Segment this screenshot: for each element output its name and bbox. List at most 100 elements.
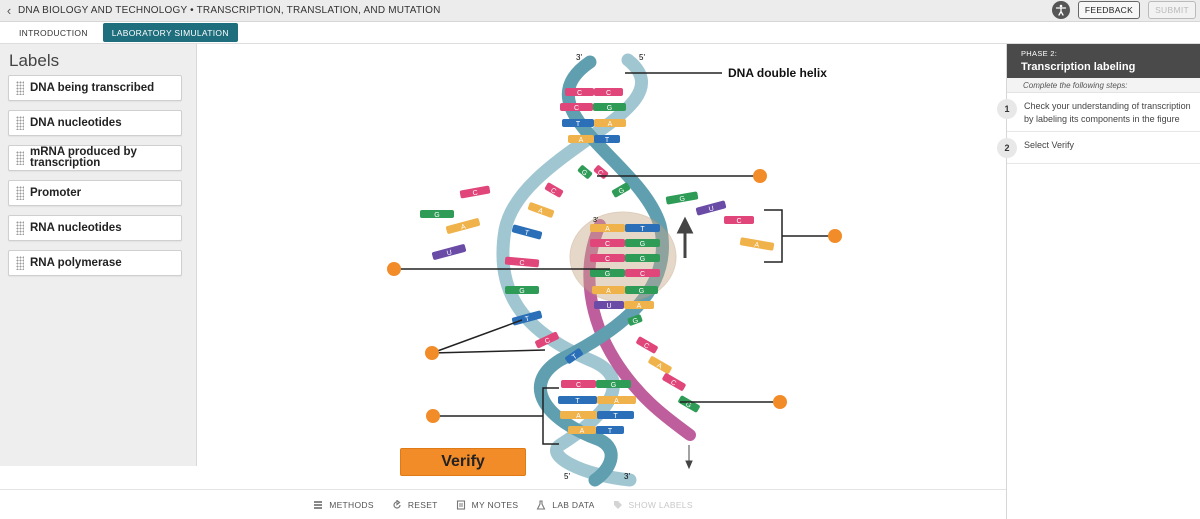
step-1: 1 Check your understanding of transcript… xyxy=(997,93,1200,132)
reset-label: RESET xyxy=(407,499,438,510)
nucleotide-a: A xyxy=(445,218,481,234)
svg-text:A: A xyxy=(576,413,581,420)
phase-header: PHASE 2: Transcription labeling xyxy=(1007,44,1200,78)
nucleotide-u: U xyxy=(431,244,467,260)
label-card-rna-polymerase[interactable]: RNA polymerase xyxy=(8,250,182,276)
svg-text:U: U xyxy=(446,249,453,257)
mrna-strand xyxy=(583,219,696,441)
nucleotide-g: G xyxy=(590,269,625,278)
svg-text:C: C xyxy=(549,187,557,196)
feedback-button[interactable]: FEEDBACK xyxy=(1077,1,1141,19)
nucleotide-c: C xyxy=(636,336,658,354)
submit-button[interactable]: SUBMIT xyxy=(1148,1,1196,19)
nucleotide-g: G xyxy=(627,314,643,326)
nucleotide-t: T xyxy=(597,411,634,420)
nucleotide-c: C xyxy=(544,182,564,198)
nucleotide-t: T xyxy=(596,426,624,435)
label-text: Promoter xyxy=(30,186,82,199)
drop-target-6[interactable] xyxy=(773,395,787,409)
drop-target-4[interactable] xyxy=(425,346,439,360)
svg-text:G: G xyxy=(580,169,589,178)
nucleotide-t: T xyxy=(565,348,583,364)
nucleotide-c: C xyxy=(594,88,623,97)
nucleotide-g: G xyxy=(625,239,660,248)
svg-text:A: A xyxy=(754,242,760,250)
label-card-promoter[interactable]: Promoter xyxy=(8,180,182,206)
nucleotide-a: A xyxy=(527,202,555,218)
drag-handle-icon[interactable] xyxy=(16,221,24,235)
bottom-toolbar: METHODS RESET MY NOTES LAB DATA SHOW LAB… xyxy=(0,489,1006,519)
bracket-target-5 xyxy=(433,387,559,445)
svg-text:T: T xyxy=(575,398,580,405)
nucleotide-a: A xyxy=(592,286,625,295)
tab-introduction[interactable]: INTRODUCTION xyxy=(19,27,88,38)
nucleotide-g: G xyxy=(625,254,660,263)
nucleotide-a: A xyxy=(648,356,672,374)
svg-text:G: G xyxy=(632,317,640,325)
drag-handle-icon[interactable] xyxy=(16,116,24,130)
nucleotide-a: A xyxy=(568,426,596,435)
svg-text:T: T xyxy=(605,137,610,144)
svg-text:T: T xyxy=(524,230,531,238)
svg-text:A: A xyxy=(606,288,611,295)
verify-button[interactable]: Verify xyxy=(400,448,526,476)
nucleotide-t: T xyxy=(511,224,543,240)
nucleotide-u: U xyxy=(594,301,624,310)
drop-target-3[interactable] xyxy=(387,262,401,276)
methods-button[interactable]: METHODS xyxy=(313,500,374,510)
my-notes-label: MY NOTES xyxy=(471,499,519,510)
drop-target-5[interactable] xyxy=(426,409,440,423)
tab-laboratory-simulation[interactable]: LABORATORY SIMULATION xyxy=(102,23,238,42)
svg-text:T: T xyxy=(571,353,579,362)
labels-title: Labels xyxy=(9,51,60,70)
label-text: RNA polymerase xyxy=(30,256,122,269)
label-card-dna-nucleotides[interactable]: DNA nucleotides xyxy=(8,110,182,136)
instructions-panel: PHASE 2: Transcription labeling Complete… xyxy=(997,44,1200,519)
phase-title: Transcription labeling xyxy=(1021,61,1136,73)
chevron-left-icon[interactable]: ‹ xyxy=(6,3,12,18)
label-text: DNA nucleotides xyxy=(30,116,122,129)
show-labels-button[interactable]: SHOW LABELS xyxy=(613,500,693,510)
svg-text:C: C xyxy=(640,271,645,278)
drop-target-2[interactable] xyxy=(828,229,842,243)
svg-text:A: A xyxy=(460,223,467,231)
svg-text:A: A xyxy=(655,362,663,371)
label-card-mrna-produced-by-transcription[interactable]: mRNA produced by transcription xyxy=(8,145,182,171)
drag-handle-icon[interactable] xyxy=(16,151,24,165)
drop-target-1[interactable] xyxy=(753,169,767,183)
nucleotide-a: A xyxy=(594,119,626,128)
lab-data-button[interactable]: LAB DATA xyxy=(536,500,594,510)
nucleotide-a: A xyxy=(624,301,654,310)
my-notes-button[interactable]: MY NOTES xyxy=(456,500,519,510)
accessibility-icon[interactable] xyxy=(1051,1,1070,19)
nucleotide-a: A xyxy=(597,396,636,405)
reset-icon xyxy=(393,499,401,509)
svg-text:C: C xyxy=(605,256,610,263)
methods-icon xyxy=(314,500,323,509)
svg-text:A: A xyxy=(637,303,642,310)
drag-handle-icon[interactable] xyxy=(16,186,24,200)
nucleotide-c: C xyxy=(565,88,594,97)
top-right-controls: FEEDBACK SUBMIT xyxy=(1051,1,1196,19)
drag-handle-icon[interactable] xyxy=(16,81,24,95)
nucleotide-c: C xyxy=(625,269,660,278)
svg-text:G: G xyxy=(679,196,686,204)
label-card-rna-nucleotides[interactable]: RNA nucleotides xyxy=(8,215,182,241)
labels-panel: Labels DNA being transcribed DNA nucleot… xyxy=(0,44,197,466)
show-labels-label: SHOW LABELS xyxy=(628,499,693,510)
label-card-dna-being-transcribed[interactable]: DNA being transcribed xyxy=(8,75,182,101)
reset-button[interactable]: RESET xyxy=(392,499,438,510)
tab-bar: INTRODUCTION LABORATORY SIMULATION xyxy=(0,22,1200,44)
nucleotide-c: C xyxy=(590,239,625,248)
drag-handle-icon[interactable] xyxy=(16,256,24,270)
label-text: mRNA produced by transcription xyxy=(30,146,137,169)
svg-text:T: T xyxy=(576,121,581,128)
strand-end-bottom-left: 5' xyxy=(564,472,570,481)
nucleotide-g: G xyxy=(625,286,658,295)
step-number: 2 xyxy=(997,138,1017,158)
nucleotide-c: C xyxy=(724,216,754,225)
svg-text:T: T xyxy=(640,226,645,233)
